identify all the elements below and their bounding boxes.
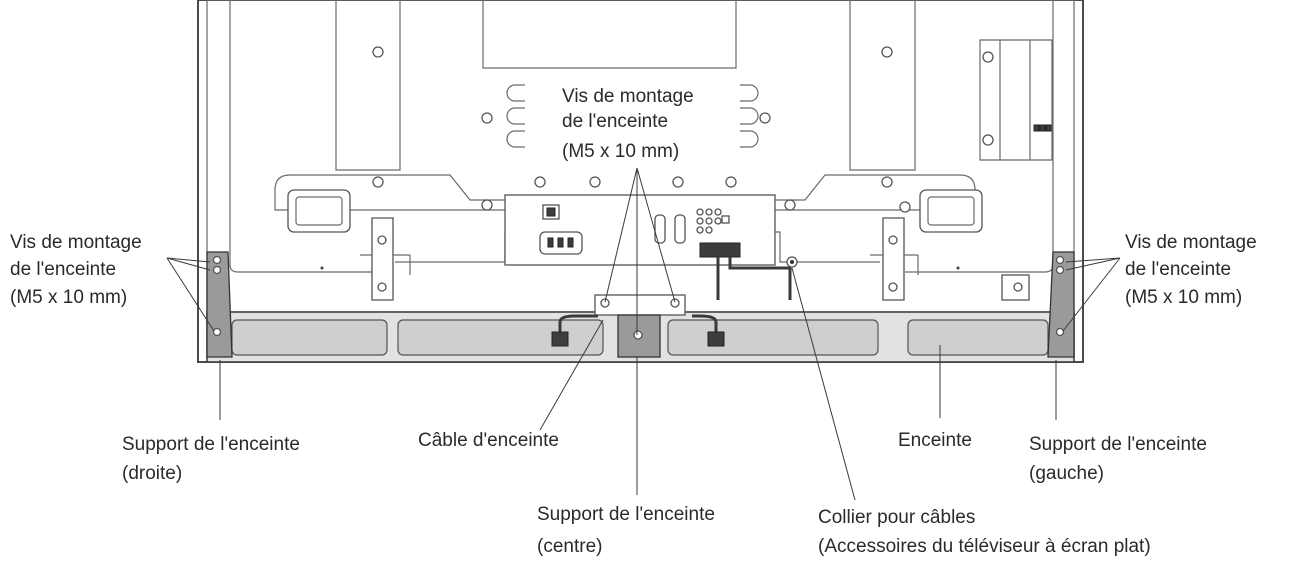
cable-clamp bbox=[786, 256, 798, 268]
svg-text:Vis de montage: Vis de montage bbox=[562, 86, 694, 107]
svg-text:(Accessoires du téléviseur à é: (Accessoires du téléviseur à écran plat) bbox=[818, 536, 1151, 557]
svg-text:(gauche): (gauche) bbox=[1029, 463, 1104, 484]
label-cable: Câble d'enceinte bbox=[418, 430, 559, 451]
speaker-bracket-center-part bbox=[594, 294, 686, 358]
label-screws-center: Vis de montage de l'enceinte (M5 x 10 mm… bbox=[562, 86, 694, 162]
svg-text:de l'enceinte: de l'enceinte bbox=[1125, 259, 1231, 280]
label-screws-left: Vis de montage de l'enceinte (M5 x 10 mm… bbox=[10, 232, 142, 308]
svg-text:(M5 x 10 mm): (M5 x 10 mm) bbox=[1125, 287, 1242, 308]
leader-lines bbox=[166, 167, 1121, 501]
svg-text:Support de l'enceinte: Support de l'enceinte bbox=[122, 434, 300, 455]
svg-text:Support de l'enceinte: Support de l'enceinte bbox=[537, 504, 715, 525]
label-bracket-left: Support de l'enceinte (gauche) bbox=[1029, 434, 1207, 484]
speaker-bracket-right-part bbox=[206, 251, 233, 358]
label-bracket-center: Support de l'enceinte (centre) bbox=[537, 504, 715, 557]
svg-text:Collier pour câbles: Collier pour câbles bbox=[818, 507, 975, 528]
speaker-bracket-left-part bbox=[1047, 251, 1075, 358]
label-screws-right: Vis de montage de l'enceinte (M5 x 10 mm… bbox=[1125, 232, 1257, 308]
svg-text:Câble d'enceinte: Câble d'enceinte bbox=[418, 430, 559, 451]
label-bracket-right: Support de l'enceinte (droite) bbox=[122, 434, 300, 484]
svg-text:(droite): (droite) bbox=[122, 463, 182, 484]
svg-text:(centre): (centre) bbox=[537, 536, 602, 557]
svg-text:(M5 x 10 mm): (M5 x 10 mm) bbox=[562, 141, 679, 162]
label-speaker: Enceinte bbox=[898, 430, 972, 451]
svg-text:de l'enceinte: de l'enceinte bbox=[10, 259, 116, 280]
speaker-cable bbox=[551, 255, 792, 347]
svg-text:Vis de montage: Vis de montage bbox=[10, 232, 142, 253]
svg-text:de l'enceinte: de l'enceinte bbox=[562, 111, 668, 132]
svg-text:Vis de montage: Vis de montage bbox=[1125, 232, 1257, 253]
svg-text:Support de l'enceinte: Support de l'enceinte bbox=[1029, 434, 1207, 455]
svg-text:Enceinte: Enceinte bbox=[898, 430, 972, 451]
svg-text:(M5 x 10 mm): (M5 x 10 mm) bbox=[10, 287, 127, 308]
label-clamp: Collier pour câbles (Accessoires du télé… bbox=[818, 507, 1151, 557]
